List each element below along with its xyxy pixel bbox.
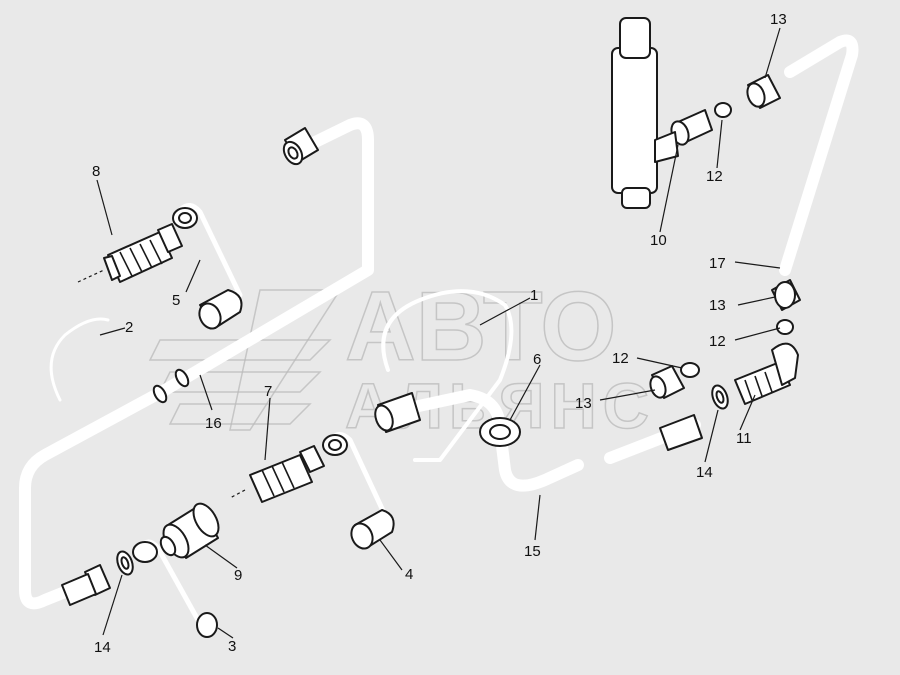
nut-13-right [771, 279, 801, 311]
callout-12-middle: 12 [612, 350, 629, 367]
callout-4: 4 [405, 566, 413, 583]
callout-10: 10 [650, 232, 667, 249]
callout-17: 17 [709, 255, 726, 272]
callout-6: 6 [533, 351, 541, 368]
pipe-16-bottom-nut [61, 564, 111, 606]
callout-9: 9 [234, 567, 242, 584]
cap-4 [322, 432, 395, 550]
ferrule-12-top [714, 102, 732, 118]
callout-13-middle: 13 [575, 395, 592, 412]
callout-15: 15 [524, 543, 541, 560]
callout-8: 8 [92, 163, 100, 180]
callout-14-left: 14 [94, 639, 111, 656]
callout-16: 16 [205, 415, 222, 432]
callout-12-top: 12 [706, 168, 723, 185]
nut-13-top [746, 74, 781, 109]
snap-ring-2 [49, 317, 110, 402]
callout-5: 5 [172, 292, 180, 309]
cap-5 [172, 203, 243, 330]
pipe-16 [19, 117, 374, 610]
washer-14-right [711, 384, 729, 410]
fitting-8 [103, 223, 183, 283]
ferrule-12-middle [680, 362, 700, 378]
callout-7: 7 [264, 383, 272, 400]
grommet-6 [479, 417, 521, 447]
coupling-9 [159, 502, 220, 559]
nut-13-middle [649, 365, 685, 399]
fitting-7 [249, 445, 325, 503]
pipe-17 [779, 34, 859, 276]
cylinder [611, 17, 679, 209]
pipe-15 [374, 389, 584, 492]
callout-13-right: 13 [709, 297, 726, 314]
callout-11: 11 [736, 430, 752, 447]
pipe-segment [604, 414, 703, 464]
clamp-1 [381, 289, 514, 462]
callout-12-right: 12 [709, 333, 726, 350]
watermark-wing-icon [148, 289, 342, 431]
callout-2: 2 [125, 319, 133, 336]
callout-14-right: 14 [696, 464, 713, 481]
washer-14-left [116, 550, 134, 576]
pipe-16-nut [282, 127, 319, 166]
cap-3 [132, 539, 218, 638]
callout-13-top: 13 [770, 11, 787, 28]
callout-3: 3 [228, 638, 236, 655]
callouts: 8 2 5 16 7 4 3 9 14 1 6 15 14 11 13 12 1… [92, 11, 787, 656]
leader-lines [96, 27, 781, 639]
elbow-11 [734, 342, 799, 405]
callout-1: 1 [530, 287, 538, 304]
ferrule-12-right [776, 319, 794, 335]
